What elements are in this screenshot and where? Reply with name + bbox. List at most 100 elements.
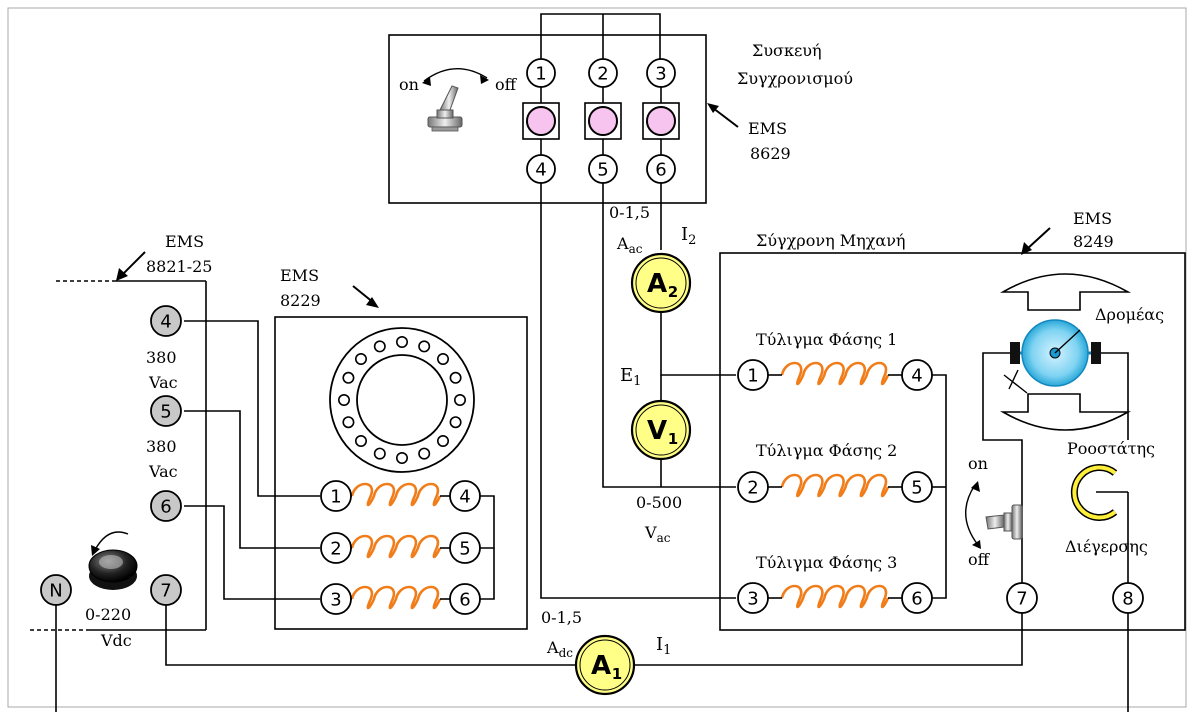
phase-2-label: Τύλιγμα Φάσης 2 xyxy=(756,441,898,460)
sync-lamp-3 xyxy=(642,102,680,140)
supply-dc-range: 0-220 xyxy=(85,605,132,624)
supply-terminal-7-label: 7 xyxy=(160,581,171,602)
motor-terminal-4-label: 4 xyxy=(459,487,470,508)
phase-terminal-3-label: 3 xyxy=(747,589,758,610)
sync-switch[interactable] xyxy=(422,68,489,132)
sync-device-ems-number: 8629 xyxy=(750,144,791,163)
motor-terminal-2[interactable]: 2 xyxy=(320,532,352,564)
rheostat-label-1: Ροοστάτης xyxy=(1067,439,1156,458)
sync-lamp-2 xyxy=(584,102,622,140)
supply-terminal-4-label: 4 xyxy=(160,312,171,333)
sync-terminal-5-label: 5 xyxy=(597,160,608,181)
dc-voltage-knob[interactable] xyxy=(88,531,138,590)
supply-voltage-2: 380 xyxy=(146,437,177,456)
motor-terminal-5[interactable]: 5 xyxy=(449,532,481,564)
phase-coil-2 xyxy=(780,473,890,498)
phase-terminal-6[interactable]: 6 xyxy=(901,582,933,614)
exc-terminal-8-label: 8 xyxy=(1122,589,1133,610)
rheostat-icon[interactable] xyxy=(1070,464,1129,585)
v1-name: E1 xyxy=(620,365,642,389)
phase-terminal-1-label: 1 xyxy=(747,366,758,387)
sync-terminal-1-label: 1 xyxy=(535,64,546,85)
ammeter-a1-sub: 1 xyxy=(612,665,622,683)
supply-terminal-5[interactable]: 5 xyxy=(150,395,182,427)
voltmeter-v1-letter: V xyxy=(647,416,667,446)
frame-border xyxy=(7,7,1187,708)
phase-terminal-4-label: 4 xyxy=(911,366,922,387)
sync-switch-off-label: off xyxy=(495,75,516,94)
sync-device-title-2: Συγχρονισμού xyxy=(737,69,854,88)
sync-device-title-1: Συσκευή xyxy=(752,41,822,60)
phase-1-label: Τύλιγμα Φάσης 1 xyxy=(756,330,898,349)
exc-terminal-8[interactable]: 8 xyxy=(1112,582,1144,614)
a2-unit: Aac xyxy=(617,234,643,256)
sync-terminal-1[interactable]: 1 xyxy=(526,58,556,88)
supply-terminal-n[interactable]: N xyxy=(40,574,72,606)
supply-terminal-6[interactable]: 6 xyxy=(150,490,182,522)
ammeter-a1-letter: A xyxy=(591,651,611,681)
phase-terminal-2[interactable]: 2 xyxy=(737,471,769,503)
motor-terminal-4[interactable]: 4 xyxy=(449,480,481,512)
phase-coil-1 xyxy=(780,361,890,386)
rheostat-label-2: Διέγερσης xyxy=(1065,537,1148,556)
sync-terminal-3[interactable]: 3 xyxy=(646,58,676,88)
sync-machine xyxy=(719,227,1186,631)
supply-terminal-5-label: 5 xyxy=(160,402,171,423)
supply-terminal-6-label: 6 xyxy=(160,497,171,518)
sync-terminal-5[interactable]: 5 xyxy=(588,154,618,184)
phase-terminal-5[interactable]: 5 xyxy=(901,471,933,503)
sync-terminal-6-label: 6 xyxy=(655,160,666,181)
motor-terminal-1[interactable]: 1 xyxy=(320,480,352,512)
a2-name: I2 xyxy=(681,224,697,248)
phase-terminal-5-label: 5 xyxy=(911,478,922,499)
sync-terminal-2-label: 2 xyxy=(597,64,608,85)
supply-terminal-7[interactable]: 7 xyxy=(150,574,182,606)
phase-terminal-1[interactable]: 1 xyxy=(737,359,769,391)
sync-machine-title: Σύγχρονη Μηχανή xyxy=(756,231,906,250)
sync-machine-ems: EMS xyxy=(1073,209,1113,228)
motor-terminal-5-label: 5 xyxy=(459,539,470,560)
motor-coil-2 xyxy=(350,534,442,559)
sync-terminal-4[interactable]: 4 xyxy=(526,154,556,184)
motor-terminal-6-label: 6 xyxy=(459,590,470,611)
motor-ems-number: 8229 xyxy=(280,291,321,310)
supply-voltage-1: 380 xyxy=(146,348,177,367)
sync-terminal-6[interactable]: 6 xyxy=(646,154,676,184)
stator-ring-icon xyxy=(329,327,475,473)
a1-range: 0-1,5 xyxy=(541,608,583,627)
v1-range: 0-500 xyxy=(636,493,683,512)
supply-ems-number: 8821-25 xyxy=(146,257,213,276)
supply-terminal-4[interactable]: 4 xyxy=(150,305,182,337)
ammeter-a2-sub: 2 xyxy=(668,283,678,301)
phase-coil-3 xyxy=(780,584,890,609)
phase-terminal-3[interactable]: 3 xyxy=(737,582,769,614)
supply-voltage-1-unit: Vac xyxy=(149,373,178,392)
motor-8229 xyxy=(274,285,528,630)
voltmeter-v1-sub: 1 xyxy=(668,430,678,448)
power-supply xyxy=(30,251,207,631)
phase-terminal-4[interactable]: 4 xyxy=(901,359,933,391)
phase-terminal-6-label: 6 xyxy=(911,589,922,610)
sync-terminal-4-label: 4 xyxy=(535,160,546,181)
supply-voltage-2-unit: Vac xyxy=(149,462,178,481)
exc-terminal-7[interactable]: 7 xyxy=(1006,582,1038,614)
rotor-icon xyxy=(1000,273,1132,431)
field-switch[interactable] xyxy=(965,481,1023,549)
phase-3-label: Τύλιγμα Φάσης 3 xyxy=(756,553,898,572)
a1-name: I1 xyxy=(656,634,672,658)
sync-device-ems: EMS xyxy=(748,119,788,138)
a1-unit: Adc xyxy=(547,638,573,660)
sync-switch-on-label: on xyxy=(399,75,419,94)
a2-range: 0-1,5 xyxy=(609,203,651,222)
wiring xyxy=(55,183,1129,712)
motor-terminal-3[interactable]: 3 xyxy=(320,583,352,615)
sync-machine-ems-number: 8249 xyxy=(1073,232,1114,251)
motor-terminal-6[interactable]: 6 xyxy=(449,583,481,615)
v1-unit: Vac xyxy=(645,523,671,545)
sync-terminal-2[interactable]: 2 xyxy=(588,58,618,88)
exc-terminal-7-label: 7 xyxy=(1016,589,1027,610)
